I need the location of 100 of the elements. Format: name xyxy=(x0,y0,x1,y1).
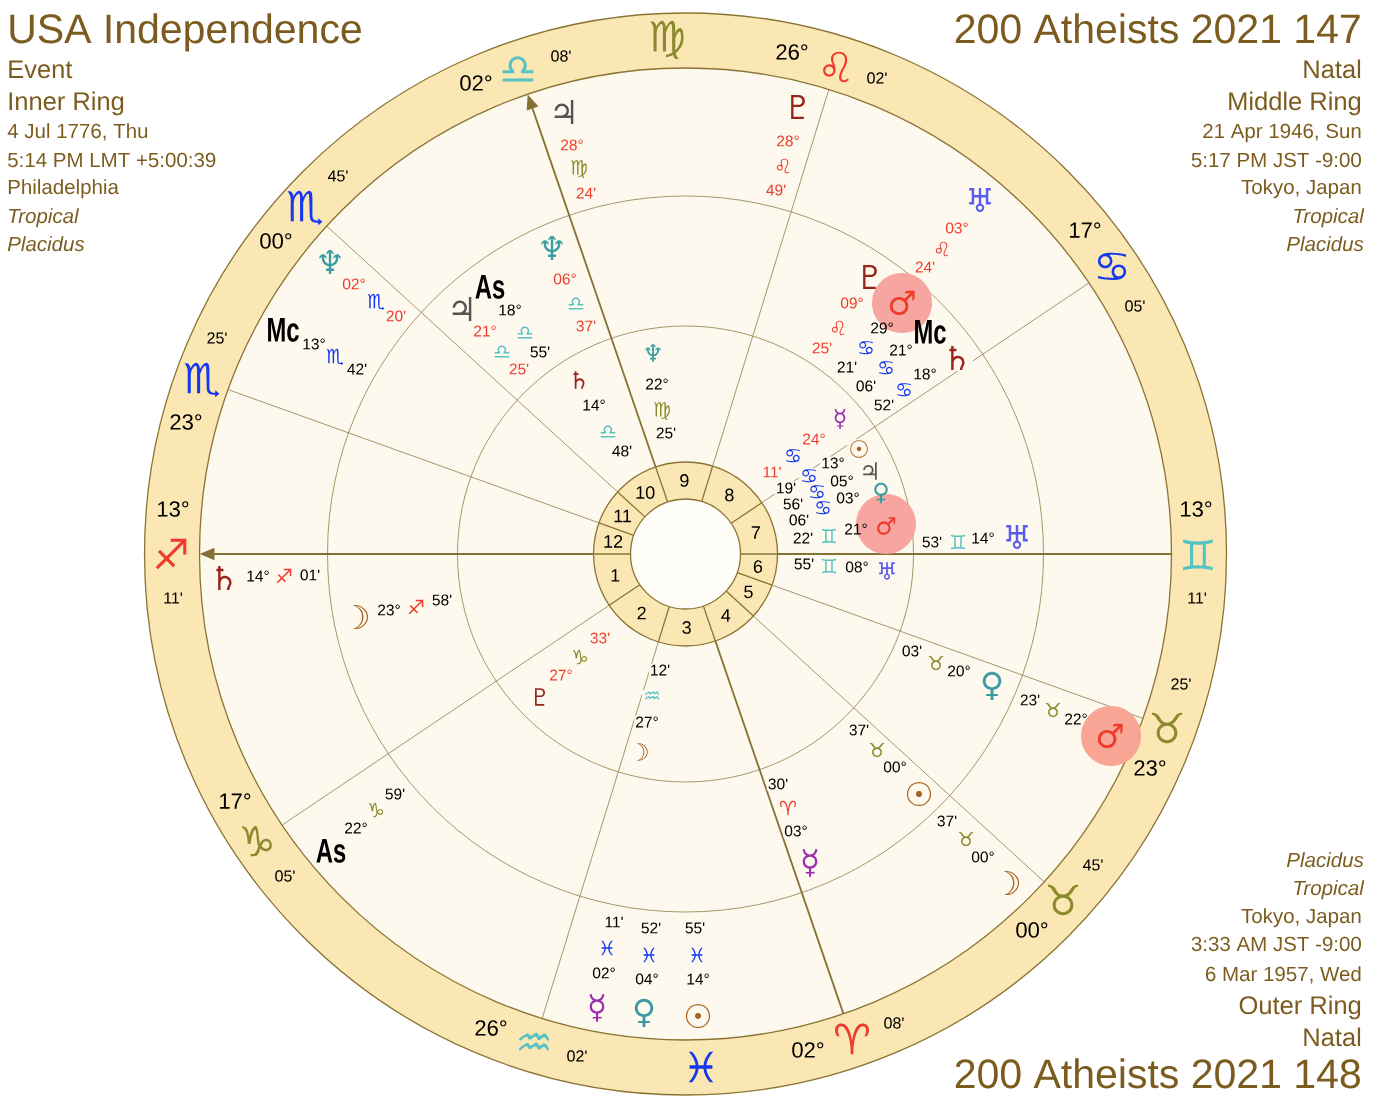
minute-label: 11' xyxy=(763,466,781,478)
minute-label: 24' xyxy=(915,261,935,273)
minute-label: 49' xyxy=(766,184,786,196)
planet-glyph: ♃ xyxy=(452,296,472,322)
cusp-degree: 02° xyxy=(792,1042,824,1058)
degree-label: 00° xyxy=(971,851,994,863)
planet-glyph: ♅ xyxy=(969,187,991,213)
minute-label: 06' xyxy=(789,514,809,526)
minute-label: 53' xyxy=(922,536,942,548)
cusp-degree: 26° xyxy=(475,1020,507,1036)
minute-label: 52' xyxy=(641,922,661,934)
sign-glyph: ♍ xyxy=(654,401,670,421)
minute-label: 37' xyxy=(937,815,957,827)
sign-glyph: ♓ xyxy=(601,940,613,956)
degree-label: 14° xyxy=(972,532,994,544)
planet-glyph: ♀ xyxy=(634,998,654,1028)
minute-label: 55' xyxy=(794,558,814,570)
cusp-minute: 25' xyxy=(1171,678,1191,690)
minute-label: 25' xyxy=(509,363,529,375)
chart-title: 200 Atheists 2021 148 xyxy=(955,1058,1360,1089)
chart-subtitle: Natal xyxy=(1304,59,1361,79)
degree-label: 03° xyxy=(945,222,968,234)
house-number: 7 xyxy=(751,526,760,539)
degree-label: 09° xyxy=(840,297,863,309)
house-number: 8 xyxy=(725,488,734,502)
planet-glyph: ♆ xyxy=(319,249,341,275)
sign-glyph: ♉ xyxy=(1045,702,1061,718)
sign-glyph: ♉ xyxy=(1151,712,1183,744)
degree-label: 28° xyxy=(777,135,799,147)
sign-glyph: ♈ xyxy=(779,800,797,816)
degree-label: 27° xyxy=(550,669,572,681)
degree-label: 06° xyxy=(553,273,576,285)
house-number: 5 xyxy=(744,585,753,599)
degree-label: 02° xyxy=(342,278,365,290)
planet-glyph: ♇ xyxy=(791,94,805,120)
sign-glyph: ♓ xyxy=(691,947,703,963)
cusp-degree: 00° xyxy=(1016,922,1048,938)
degree-label: 22° xyxy=(345,822,367,834)
sign-glyph: ♏ xyxy=(184,362,220,398)
planet-glyph: ♂ xyxy=(1097,723,1123,749)
sign-glyph: ♏ xyxy=(367,293,385,311)
chart-detail: Placidus xyxy=(1286,236,1364,252)
cusp-degree: 00° xyxy=(260,233,292,249)
cusp-minute: 08' xyxy=(884,1017,904,1029)
degree-label: 21° xyxy=(845,523,867,535)
degree-label: 00° xyxy=(883,761,906,773)
chart-detail: Tokyo, Japan xyxy=(1241,179,1361,199)
minute-label: 55' xyxy=(530,346,550,358)
minute-label: 11' xyxy=(605,916,623,928)
planet-glyph: ♀ xyxy=(874,482,888,504)
cusp-minute: 08' xyxy=(551,50,571,62)
chart-detail: Philadelphia xyxy=(8,179,119,199)
minute-label: 25' xyxy=(812,342,832,354)
sign-glyph: ♎ xyxy=(517,326,533,339)
chart-detail: Tokyo, Japan xyxy=(1241,908,1361,928)
sign-glyph: ♑ xyxy=(368,802,384,818)
cusp-degree: 17° xyxy=(220,793,251,809)
chart-title: USA Independence xyxy=(10,13,361,52)
degree-label: 20° xyxy=(948,665,970,677)
degree-label: 22° xyxy=(1065,713,1087,725)
degree-label: 04° xyxy=(635,973,658,985)
planet-glyph: ♆ xyxy=(645,344,661,362)
minute-label: 58' xyxy=(432,594,452,606)
sign-glyph: ♋ xyxy=(1097,252,1127,280)
sign-glyph: ♏ xyxy=(326,348,344,366)
planet-glyph: ☉ xyxy=(906,781,932,807)
cusp-minute: 05' xyxy=(275,870,295,882)
sign-glyph: ♋ xyxy=(879,361,893,375)
degree-label: 05° xyxy=(830,475,853,487)
sign-glyph: ♏ xyxy=(287,190,323,226)
degree-label: 14° xyxy=(687,973,709,985)
sign-glyph: ♐ xyxy=(408,599,424,615)
degree-label: 02° xyxy=(592,967,615,979)
sign-glyph: ♍ xyxy=(571,159,587,179)
chart-subtitle: Outer Ring xyxy=(1239,995,1361,1020)
degree-label: 22° xyxy=(646,378,668,390)
planet-glyph: ♃ xyxy=(554,99,574,125)
chart-detail: 3:33 AM JST -9:00 xyxy=(1191,936,1361,952)
chart-subtitle: Event xyxy=(9,60,73,79)
minute-label: 37' xyxy=(576,320,596,332)
planet-glyph: ♄ xyxy=(216,565,232,591)
chart-detail: Placidus xyxy=(1286,852,1364,868)
cusp-minute: 11' xyxy=(1188,592,1207,604)
cusp-minute: 45' xyxy=(327,170,348,182)
degree-label: 28° xyxy=(561,139,583,151)
minute-label: 55' xyxy=(685,922,705,934)
chart-detail: 5:17 PM JST -9:00 xyxy=(1191,152,1361,168)
sign-glyph: ♉ xyxy=(958,831,974,847)
minute-label: 52' xyxy=(872,398,896,412)
sign-glyph: ♊ xyxy=(1183,539,1213,571)
cusp-minute: 11' xyxy=(164,592,183,604)
minute-label: 37' xyxy=(847,723,871,737)
sign-glyph: ♋ xyxy=(799,468,819,484)
planet-glyph: ♄ xyxy=(941,344,973,372)
cusp-degree: 13° xyxy=(1181,501,1212,517)
cusp-degree: 13° xyxy=(158,501,189,517)
planet-glyph: ♄ xyxy=(573,371,585,389)
planet-glyph: ♅ xyxy=(879,562,895,580)
cusp-minute: 02' xyxy=(867,72,887,84)
sign-glyph: ♈ xyxy=(835,1023,869,1055)
